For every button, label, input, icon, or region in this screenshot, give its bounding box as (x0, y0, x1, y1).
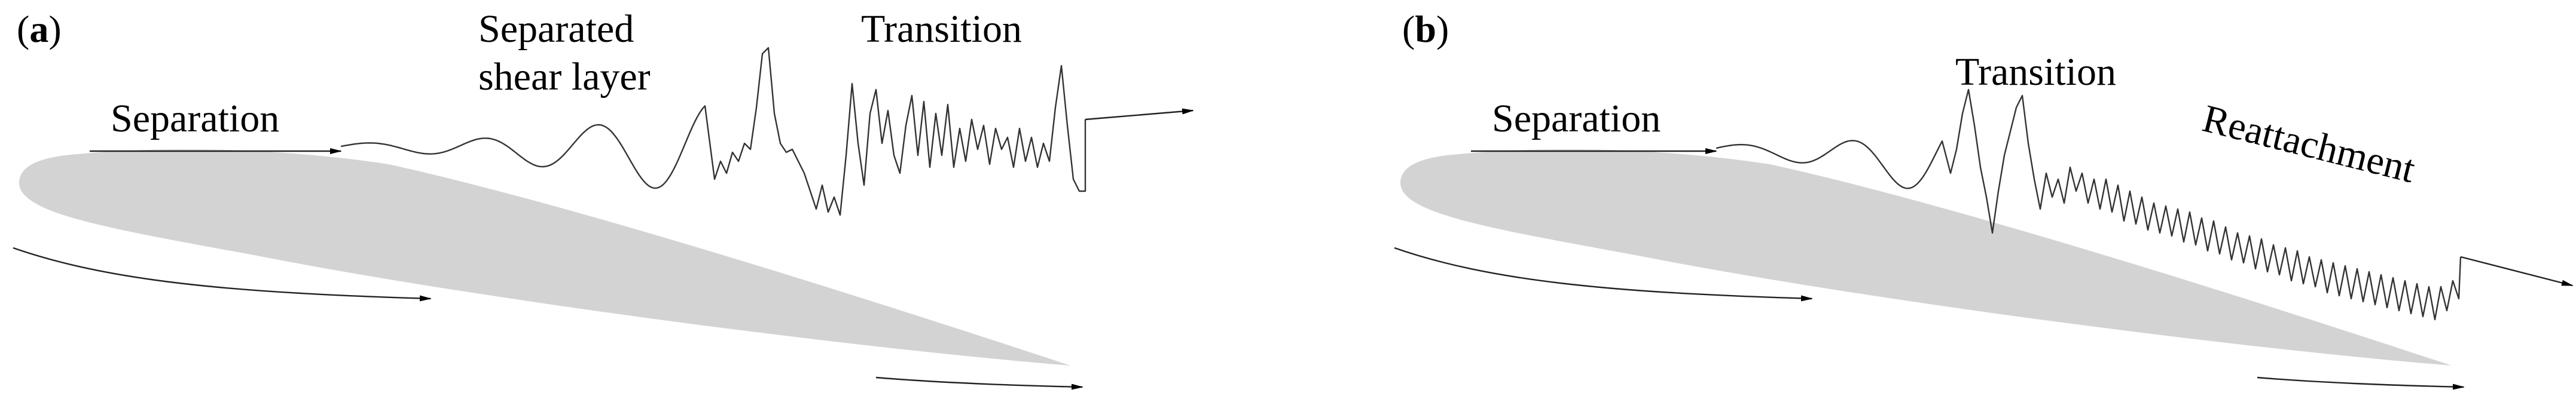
lower-streamline-b (1394, 247, 1813, 302)
transition-label-b: Transition (1955, 50, 2116, 94)
exit-arrow-a (1085, 108, 1194, 121)
separation-label-a: Separation (111, 97, 279, 140)
transition-label-a: Transition (861, 7, 1022, 51)
wake-streamline-a (875, 376, 1083, 390)
panel-b: (b) Separation Transition Reattachment (1394, 8, 2574, 390)
panel-b-label: (b) (1402, 8, 1449, 50)
exit-arrow-b (2460, 256, 2574, 287)
reattachment-label: Reattachment (2198, 97, 2419, 192)
shear-layer-wave-b (1716, 88, 2462, 321)
separated-shear-layer-label-line2: shear layer (478, 55, 651, 99)
airfoil-b (1400, 149, 2452, 366)
airfoil-a (19, 149, 1070, 366)
separation-label-b: Separation (1492, 97, 1661, 140)
panel-a: (a) Separation Separated shear layer Tra… (13, 7, 1194, 390)
wake-streamline-b (2257, 376, 2465, 390)
separated-shear-layer-label-line1: Separated (478, 7, 634, 51)
lower-streamline-a (13, 247, 432, 302)
panel-a-label: (a) (17, 8, 62, 50)
shear-layer-wave-a (340, 47, 1086, 216)
